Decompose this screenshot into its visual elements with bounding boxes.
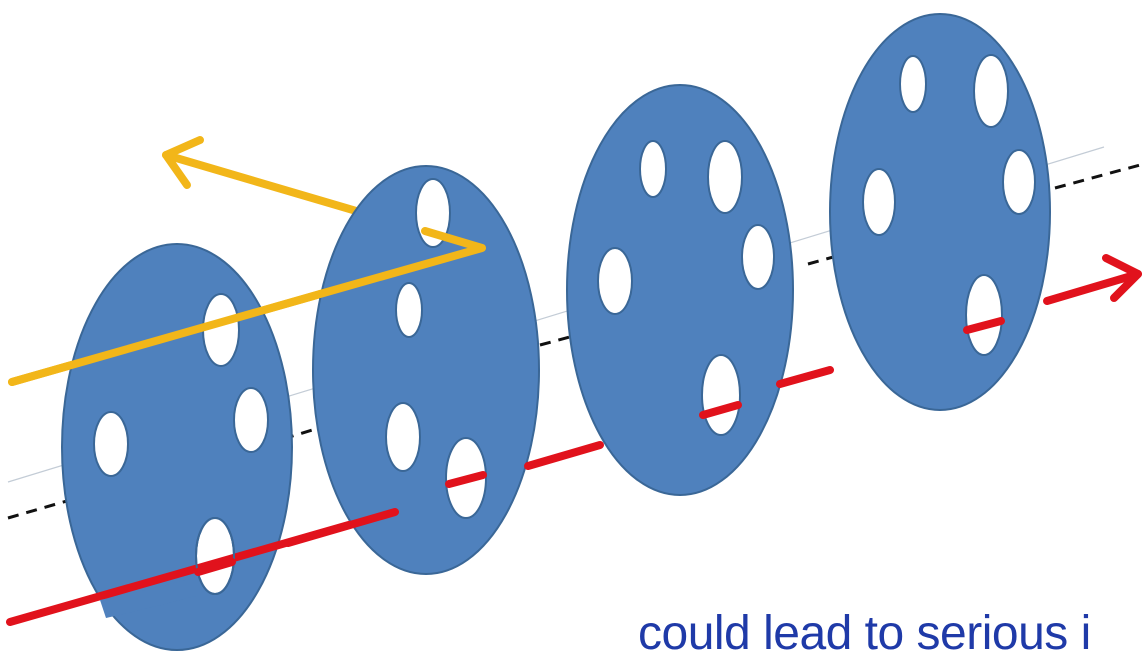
slice-hole-overlay bbox=[195, 517, 235, 595]
cheese-slice-4 bbox=[829, 13, 1051, 411]
passing-arrow-segment bbox=[963, 317, 1005, 334]
slice-hole bbox=[701, 354, 741, 436]
reflected-arrow-overlay bbox=[8, 290, 324, 386]
slice-hole bbox=[965, 274, 1003, 356]
passing-arrow-segment bbox=[699, 401, 742, 419]
reflected-arrow-overlay bbox=[316, 227, 486, 298]
slice-hole bbox=[93, 411, 129, 477]
slice-hole bbox=[597, 247, 633, 315]
passing-arrow-head bbox=[1102, 254, 1142, 302]
slice-hole bbox=[395, 282, 423, 338]
passing-arrow-segment bbox=[776, 366, 834, 388]
slice-hole bbox=[233, 387, 269, 453]
slice-hole bbox=[862, 168, 896, 236]
dashed-axis-segment bbox=[1054, 163, 1141, 190]
reflected-arrow-head bbox=[162, 136, 204, 189]
passing-arrow-icon bbox=[194, 254, 1142, 576]
slice-hole bbox=[385, 402, 421, 472]
slice-hole bbox=[707, 140, 743, 214]
slice-hole bbox=[1002, 149, 1036, 215]
cheese-slice-3 bbox=[566, 84, 794, 496]
passing-arrow-segment bbox=[284, 508, 399, 547]
slice-hole bbox=[973, 54, 1009, 128]
slice-hole bbox=[899, 55, 927, 113]
passing-arrow-segment bbox=[1043, 270, 1142, 305]
slice-1-band bbox=[100, 577, 196, 618]
slice-hole bbox=[741, 224, 775, 290]
caption-text: could lead to serious i bbox=[638, 607, 1091, 660]
passing-arrow-segment bbox=[445, 471, 487, 488]
passing-arrow-segment bbox=[524, 441, 604, 470]
passing-arrow-segment bbox=[194, 558, 236, 576]
slice-hole bbox=[639, 140, 667, 198]
